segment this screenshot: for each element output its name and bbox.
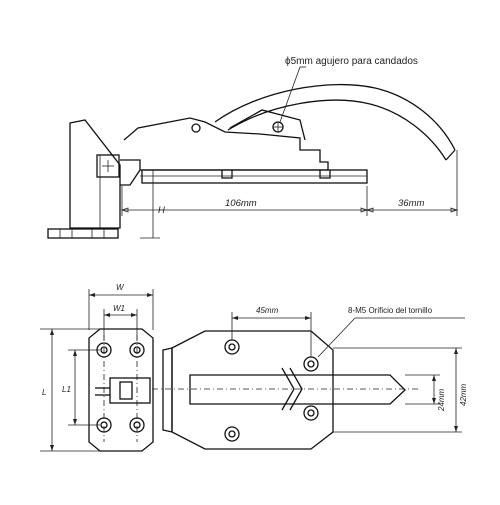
side-dimensions: 106mm 36mm H (120, 150, 459, 239)
screw-holes-note: 8-M5 Orificio del tornillo (348, 306, 433, 315)
top-view: W W1 L L1 (40, 283, 468, 452)
dim-24: 24mm (437, 388, 446, 412)
dim-w1: W1 (113, 304, 125, 313)
dim-42: 42mm (459, 383, 468, 406)
latch-body (120, 117, 368, 186)
dim-l1: L1 (62, 385, 71, 394)
side-view: ϕ5mm agujero para candados 106mm 36mm H (47, 56, 459, 239)
dim-45: 45mm (256, 306, 279, 315)
bracket-plate (88, 328, 154, 452)
dim-w: W (116, 283, 125, 292)
top-dimensions: W W1 L L1 (40, 283, 468, 452)
latch-plate (152, 330, 420, 450)
base-bracket (47, 119, 121, 239)
dim-l: L (42, 388, 46, 397)
padlock-hole: ϕ5mm agujero para candados (272, 56, 418, 133)
handle-arc (214, 83, 456, 161)
dim-36: 36mm (398, 198, 424, 209)
padlock-hole-note: ϕ5mm agujero para candados (285, 56, 418, 67)
dim-106: 106mm (225, 198, 257, 209)
dim-h: H (158, 205, 165, 216)
